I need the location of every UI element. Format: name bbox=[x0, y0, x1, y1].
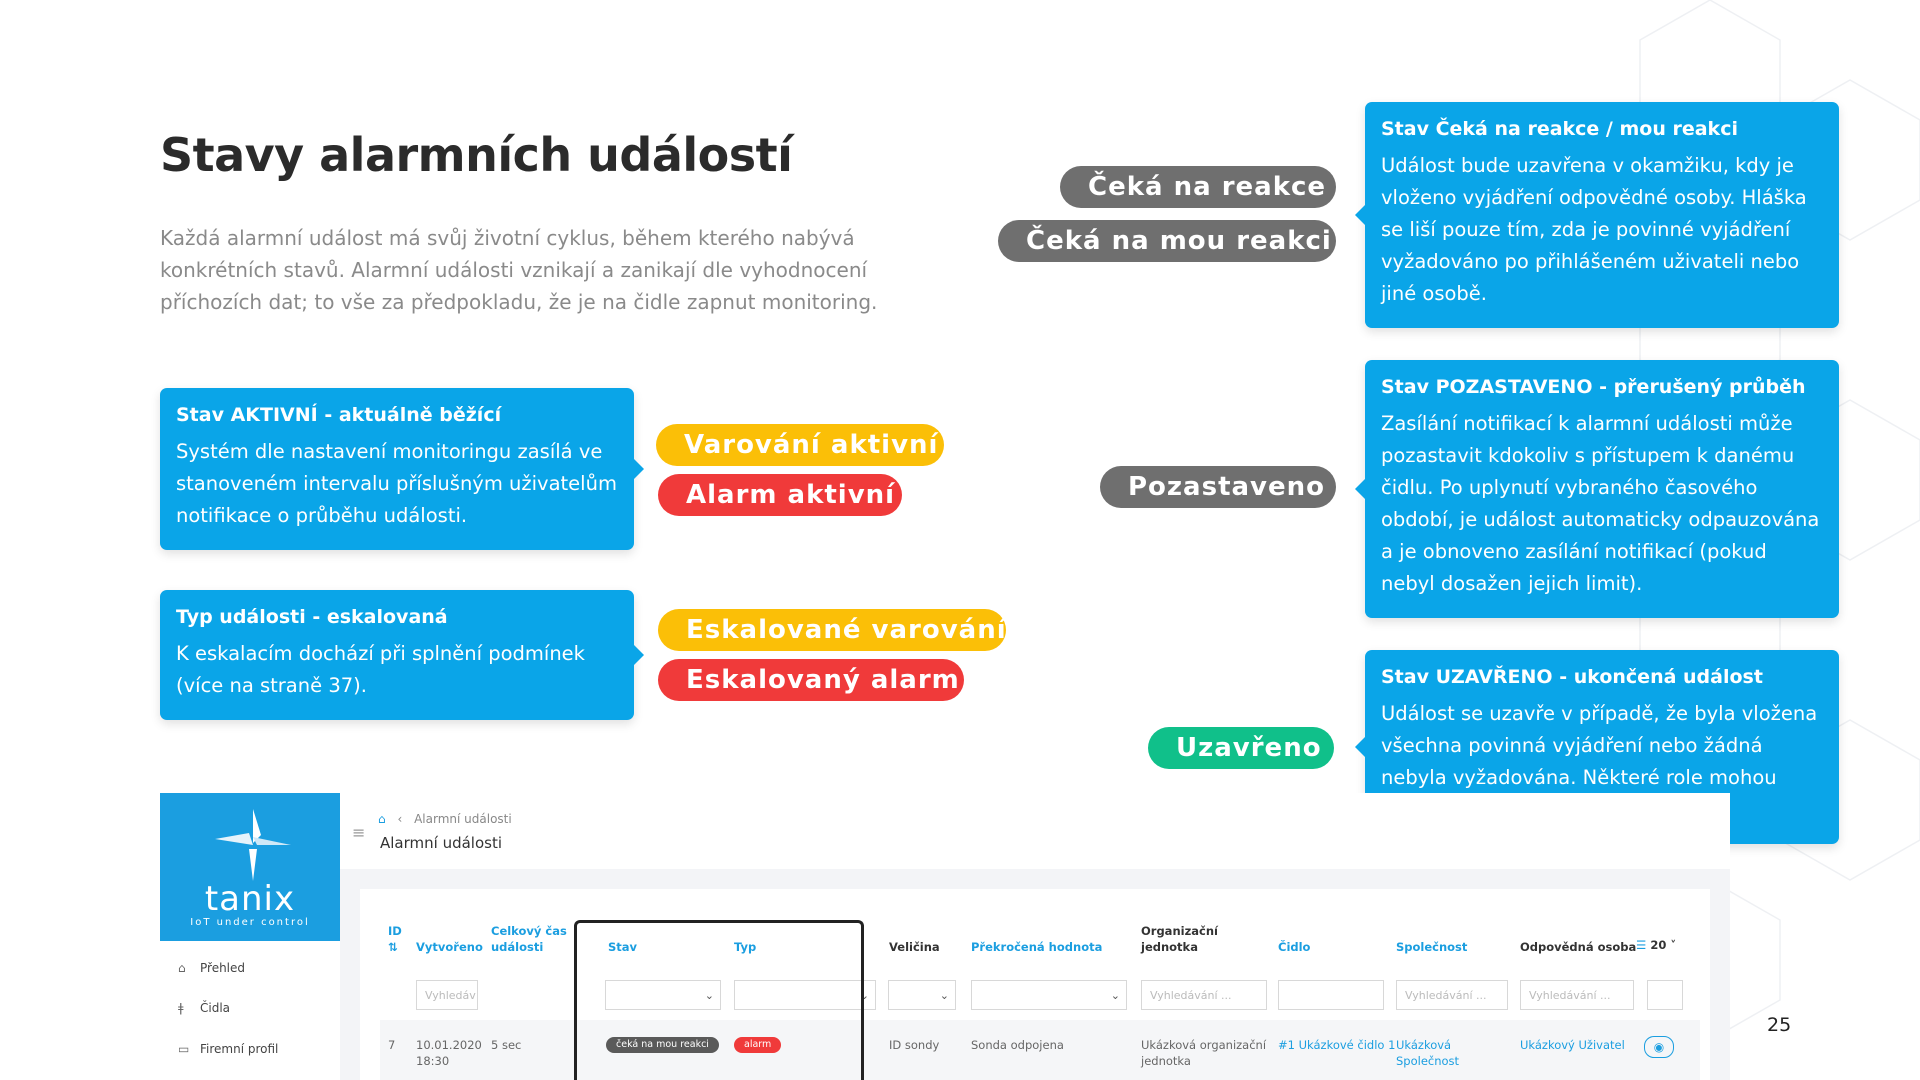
row-exceeded: Sonda odpojena bbox=[971, 1038, 1064, 1052]
col-type[interactable]: Typ bbox=[734, 940, 757, 954]
card-active-body: Systém dle nastavení monitoringu zasílá … bbox=[176, 440, 617, 527]
card-escalated-body: K eskalacím dochází při splnění podmínek… bbox=[176, 642, 585, 697]
menu-icon[interactable]: ≡ bbox=[352, 823, 366, 842]
filter-actions[interactable] bbox=[1647, 980, 1683, 1010]
home-icon: ⌂ bbox=[178, 961, 186, 975]
row-responsible-link[interactable]: Ukázkový Uživatel bbox=[1520, 1038, 1625, 1052]
card-escalated: Typ události - eskalovaná K eskalacím do… bbox=[160, 590, 644, 720]
home-icon[interactable]: ⌂ bbox=[378, 812, 386, 826]
col-state[interactable]: Stav bbox=[608, 940, 638, 954]
page-title: Stavy alarmních událostí bbox=[160, 128, 793, 182]
pill-waiting-my-reaction: Čeká na mou reakci bbox=[998, 220, 1336, 262]
breadcrumb: ⌂ ‹ Alarmní události bbox=[378, 812, 512, 826]
row-state-badge: čeká na mou reakci bbox=[606, 1037, 719, 1053]
filter-state-select[interactable]: ⌄ bbox=[605, 980, 721, 1010]
list-icon: ☰ bbox=[1636, 938, 1647, 952]
card-paused-body: Zasílání notifikací k alarmní události m… bbox=[1381, 412, 1820, 595]
card-waiting-heading: Stav Čeká na reakce / mou reakci bbox=[1381, 118, 1738, 140]
chevron-down-icon: ⌄ bbox=[704, 989, 714, 1002]
row-org-unit: Ukázková organizační jednotka bbox=[1141, 1038, 1267, 1068]
card-paused-heading: Stav POZASTAVENO - přerušený průběh bbox=[1381, 376, 1806, 398]
col-quantity[interactable]: Veličina bbox=[889, 940, 940, 954]
chevron-down-icon: ⌄ bbox=[939, 989, 949, 1002]
col-total-time[interactable]: Celkový čas události bbox=[491, 924, 567, 954]
card-closed-heading: Stav UZAVŘENO - ukončená událost bbox=[1381, 666, 1763, 688]
filter-sensor[interactable] bbox=[1278, 980, 1384, 1010]
col-exceeded[interactable]: Překročená hodnota bbox=[971, 940, 1103, 954]
pill-escalated-warning: Eskalované varování bbox=[658, 609, 1006, 651]
row-company-link[interactable]: Ukázková Společnost bbox=[1396, 1038, 1460, 1068]
pill-paused: Pozastaveno bbox=[1100, 466, 1336, 508]
tanix-logo-icon bbox=[215, 809, 291, 881]
pill-escalated-alarm: Eskalovaný alarm bbox=[658, 659, 964, 701]
pill-closed: Uzavřeno bbox=[1148, 727, 1334, 769]
col-org-unit[interactable]: Organizační jednotka bbox=[1141, 924, 1218, 954]
row-sensor-link[interactable]: #1 Ukázkové čidlo 1 bbox=[1278, 1038, 1396, 1052]
pill-warning-active: Varování aktivní bbox=[656, 424, 944, 466]
filter-type-select[interactable]: ⌄ bbox=[734, 980, 876, 1010]
filter-exceeded-select[interactable]: ⌄ bbox=[971, 980, 1127, 1010]
row-id: 7 bbox=[388, 1038, 396, 1052]
filter-created[interactable]: Vyhledáv bbox=[416, 980, 478, 1010]
col-company[interactable]: Společnost bbox=[1396, 940, 1468, 954]
app-header bbox=[340, 793, 1730, 869]
filter-responsible[interactable]: Vyhledávání ... bbox=[1520, 980, 1634, 1010]
app-page-title: Alarmní události bbox=[380, 834, 503, 852]
col-responsible[interactable]: Odpovědná osoba bbox=[1520, 940, 1637, 954]
col-id[interactable]: ID⇅ bbox=[388, 924, 402, 954]
row-total-time: 5 sec bbox=[491, 1038, 522, 1052]
intro-text: Každá alarmní událost má svůj životní cy… bbox=[160, 226, 878, 314]
filter-company[interactable]: Vyhledávání ... bbox=[1396, 980, 1508, 1010]
filter-org-unit[interactable]: Vyhledávání ... bbox=[1141, 980, 1267, 1010]
nav-item-overview[interactable]: ⌂Přehled bbox=[178, 961, 246, 975]
filter-quantity-select[interactable]: ⌄ bbox=[888, 980, 956, 1010]
table-row[interactable] bbox=[380, 1020, 1700, 1080]
page-size-select[interactable]: ☰ 20 ˅ bbox=[1636, 938, 1677, 952]
page-number: 25 bbox=[1767, 1014, 1792, 1036]
logo-tagline: IoT under control bbox=[190, 917, 310, 928]
card-waiting-body: Událost bude uzavřena v okamžiku, kdy je… bbox=[1381, 154, 1807, 305]
chevron-down-icon: ⌄ bbox=[1110, 989, 1120, 1002]
briefcase-icon: ▭ bbox=[178, 1042, 190, 1056]
pill-waiting-reaction: Čeká na reakce bbox=[1060, 166, 1336, 208]
col-sensor[interactable]: Čidlo bbox=[1278, 940, 1311, 954]
card-escalated-heading: Typ události - eskalovaná bbox=[176, 606, 448, 628]
col-created[interactable]: Vytvořeno bbox=[416, 940, 483, 954]
thermometer-icon: ǂ bbox=[178, 1001, 184, 1015]
logo-word: tanix bbox=[204, 879, 296, 919]
breadcrumb-current[interactable]: Alarmní události bbox=[414, 812, 512, 826]
card-active-heading: Stav AKTIVNÍ - aktuálně běžící bbox=[176, 404, 502, 426]
highlight-frame bbox=[574, 920, 864, 1080]
row-type-badge: alarm bbox=[734, 1037, 782, 1053]
card-paused: Stav POZASTAVENO - přerušený průběh Zasí… bbox=[1355, 360, 1839, 618]
sort-icon: ⇅ bbox=[388, 940, 398, 954]
chevron-left-icon: ‹ bbox=[397, 812, 403, 826]
nav-item-company-profile[interactable]: ▭Firemní profil bbox=[178, 1042, 279, 1056]
card-active: Stav AKTIVNÍ - aktuálně běžící Systém dl… bbox=[160, 388, 644, 550]
pill-alarm-active: Alarm aktivní bbox=[658, 474, 902, 516]
card-waiting: Stav Čeká na reakce / mou reakci Událost… bbox=[1355, 102, 1839, 328]
row-quantity: ID sondy bbox=[889, 1038, 940, 1052]
chevron-down-icon: ˅ bbox=[1670, 938, 1677, 952]
chevron-down-icon: ⌄ bbox=[859, 989, 869, 1002]
app-logo: tanix IoT under control bbox=[160, 793, 340, 941]
view-detail-icon[interactable]: ◉ bbox=[1644, 1036, 1674, 1058]
